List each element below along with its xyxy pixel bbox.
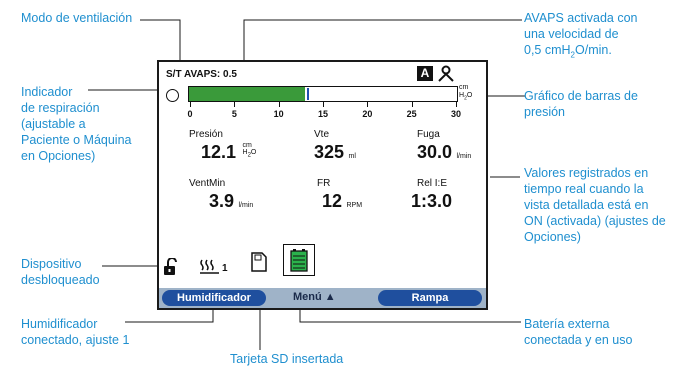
callout-line: conectado, ajuste 1 bbox=[21, 333, 130, 347]
pressure-bar-marker bbox=[306, 88, 309, 100]
callout-bateria-externa: Batería externa conectada y en uso bbox=[524, 316, 632, 348]
callout-line: Dispositivo bbox=[21, 257, 82, 271]
callout-line: AVAPS activada con bbox=[524, 11, 638, 25]
value-presion: 12.1 cm H2O bbox=[201, 142, 257, 162]
label-fr: FR bbox=[317, 178, 331, 189]
humidificador-button[interactable]: Humidificador bbox=[162, 290, 266, 306]
label-ventmin: VentMin bbox=[189, 178, 226, 189]
unlocked-icon bbox=[164, 258, 177, 275]
tick-label: 25 bbox=[406, 109, 417, 119]
label-rel-ie: Rel I:E bbox=[417, 178, 448, 189]
callout-line: en Opciones) bbox=[21, 149, 96, 163]
callout-line: presión bbox=[524, 105, 565, 119]
pressure-bar-fill bbox=[189, 87, 306, 101]
tick-mark bbox=[234, 102, 236, 107]
value-vte: 325 ml bbox=[314, 142, 356, 162]
callout-dispositivo-desbloqueado: Dispositivo desbloqueado bbox=[21, 256, 100, 288]
callout-humidificador: Humidificador conectado, ajuste 1 bbox=[21, 316, 129, 348]
tick-label: 30 bbox=[450, 109, 461, 119]
label-presion: Presión bbox=[189, 129, 223, 140]
external-battery-icon bbox=[290, 249, 308, 272]
battery-box bbox=[283, 244, 315, 276]
ventilation-mode-text: S/T AVAPS: 0.5 bbox=[166, 69, 237, 80]
breath-indicator-icon bbox=[166, 89, 179, 102]
sd-card-icon bbox=[251, 252, 267, 272]
tick-mark bbox=[190, 102, 191, 107]
callout-line: Paciente o Máquina bbox=[21, 133, 132, 147]
callout-avaps: AVAPS activada con una velocidad de 0,5 … bbox=[524, 10, 638, 64]
pressure-bar bbox=[188, 86, 458, 102]
tick-label: 10 bbox=[273, 109, 284, 119]
rampa-button[interactable]: Rampa bbox=[378, 290, 482, 306]
tick-mark bbox=[323, 102, 324, 107]
value-rel-ie: 1:3.0 bbox=[411, 191, 453, 211]
callout-modo-ventilacion: Modo de ventilación bbox=[21, 11, 133, 25]
line-modo bbox=[140, 19, 181, 60]
callout-line: conectada y en uso bbox=[524, 333, 633, 347]
callout-line: Batería externa bbox=[524, 317, 610, 331]
label-vte: Vte bbox=[314, 129, 330, 140]
tick-mark bbox=[367, 102, 369, 107]
callout-line: Valores registrados en bbox=[524, 166, 649, 180]
callout-line: Opciones) bbox=[524, 230, 581, 244]
callout-line: Indicador bbox=[21, 85, 73, 99]
callout-line: Gráfico de barras de bbox=[524, 89, 638, 103]
value-fuga: 30.0 l/min bbox=[417, 142, 472, 162]
callout-indicador-respiracion: Indicador de respiración (ajustable a Pa… bbox=[21, 84, 132, 164]
pressure-bar-unit: cm H2O bbox=[459, 84, 473, 102]
tick-label: 15 bbox=[317, 109, 328, 119]
callout-line: Humidificador bbox=[21, 317, 98, 331]
callout-line: vista detallada está en bbox=[524, 198, 649, 212]
callout-line: desbloqueado bbox=[21, 273, 100, 287]
tick-label: 20 bbox=[362, 109, 373, 119]
avaps-icon: A bbox=[417, 66, 433, 81]
value-ventmin: 3.9 l/min bbox=[209, 191, 254, 211]
tick-mark bbox=[411, 102, 413, 107]
callout-line: ON (activada) (ajustes de bbox=[524, 214, 666, 228]
tick-mark bbox=[278, 102, 280, 107]
value-fr: 12 RPM bbox=[322, 191, 363, 211]
callout-line: una velocidad de bbox=[524, 27, 619, 41]
callout-tarjeta-sd: Tarjeta SD insertada bbox=[230, 352, 344, 366]
menu-button[interactable]: Menú ▲ bbox=[293, 291, 336, 303]
softkey-bar: Humidificador Menú ▲ Rampa bbox=[159, 288, 486, 308]
callout-line: de respiración bbox=[21, 101, 100, 115]
ventilator-screen: S/T AVAPS: 0.5 A cm H2O 0 5 10 15 20 25 30 Pre… bbox=[157, 60, 488, 310]
tick-label: 0 bbox=[187, 109, 193, 119]
tick-mark bbox=[456, 102, 457, 107]
patient-icon bbox=[438, 65, 454, 82]
line-avaps bbox=[243, 19, 522, 60]
tick-label: 5 bbox=[231, 109, 237, 119]
label-fuga: Fuga bbox=[417, 129, 440, 140]
callout-line: tiempo real cuando la bbox=[524, 182, 644, 196]
humidifier-icon bbox=[200, 259, 219, 274]
callout-grafico-barras: Gráfico de barras de presión bbox=[524, 88, 638, 120]
callout-line: 0,5 cmH2O/min. bbox=[524, 43, 612, 60]
callout-valores-registrados: Valores registrados en tiempo real cuand… bbox=[524, 165, 666, 245]
humidifier-setting: 1 bbox=[222, 263, 228, 274]
callout-line: (ajustable a bbox=[21, 117, 86, 131]
